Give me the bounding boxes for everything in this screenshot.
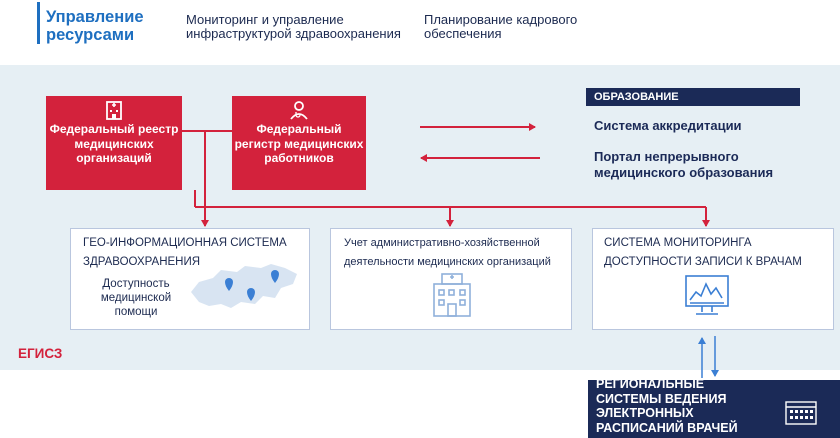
header-title: Управление ресурсами bbox=[46, 8, 144, 44]
calendar-icon bbox=[785, 401, 817, 425]
federal-staff-registry[interactable]: Федеральный регистр медицинских работник… bbox=[232, 96, 366, 190]
monitor-chart-icon bbox=[685, 275, 729, 315]
accreditation-system[interactable]: Система аккредитации bbox=[594, 118, 742, 133]
egisz-label: ЕГИСЗ bbox=[18, 346, 63, 361]
doctor-icon bbox=[290, 101, 308, 120]
russia-map-icon bbox=[191, 264, 297, 308]
appointment-monitoring-box[interactable] bbox=[592, 228, 834, 330]
geo-info-system-subtitle: Доступность медицинской помощи bbox=[100, 278, 172, 318]
appointment-monitoring-title: СИСТЕМА МОНИТОРИНГА ДОСТУПНОСТИ ЗАПИСИ К… bbox=[604, 237, 802, 268]
admin-accounting-box[interactable] bbox=[330, 228, 572, 330]
header-accent-bar bbox=[37, 2, 40, 44]
geo-info-system-title: ГЕО-ИНФОРМАЦИОННАЯ СИСТЕМА ЗДРАВООХРАНЕН… bbox=[83, 237, 287, 268]
federal-org-registry[interactable]: Федеральный реестр медицинских организац… bbox=[46, 96, 182, 190]
regional-schedule-systems-label: РЕГИОНАЛЬНЫЕ СИСТЕМЫ ВЕДЕНИЯ ЭЛЕКТРОННЫХ… bbox=[596, 380, 738, 435]
federal-org-registry-label: Федеральный реестр медицинских организац… bbox=[49, 122, 179, 165]
continuing-education-portal[interactable]: Портал непрерывного медицинского образов… bbox=[594, 149, 774, 180]
header-subtitle-infrastructure: Мониторинг и управление инфраструктурой … bbox=[186, 12, 401, 41]
header-subtitle-staffing: Планирование кадрового обеспечения bbox=[424, 12, 578, 41]
hospital-icon bbox=[106, 101, 122, 120]
regional-schedule-systems[interactable]: РЕГИОНАЛЬНЫЕ СИСТЕМЫ ВЕДЕНИЯ ЭЛЕКТРОННЫХ… bbox=[588, 380, 840, 438]
building-icon bbox=[433, 273, 471, 317]
federal-staff-registry-label: Федеральный регистр медицинских работник… bbox=[234, 122, 364, 165]
education-header: ОБРАЗОВАНИЕ bbox=[586, 88, 800, 106]
admin-accounting-title: Учет административно-хозяйственной деяте… bbox=[344, 237, 551, 268]
